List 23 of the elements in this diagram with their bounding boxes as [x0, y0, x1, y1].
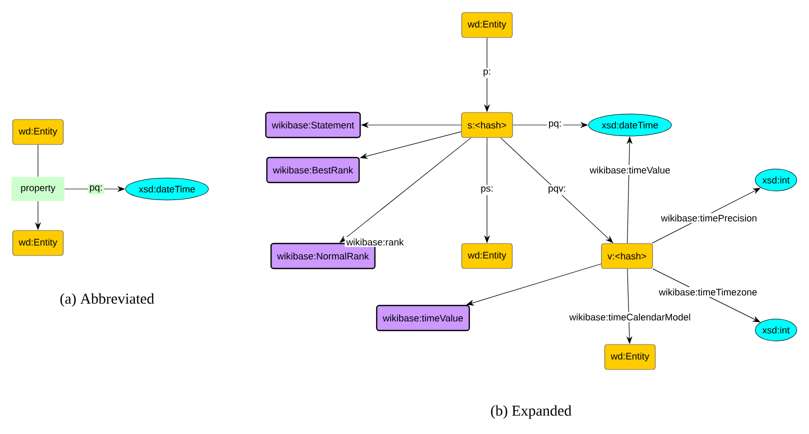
entity-box: wd:Entity	[12, 230, 64, 256]
edge-label: pq:	[546, 120, 564, 130]
edge-label: wikibase:rank	[344, 237, 406, 247]
entity-box: wd:Entity	[461, 12, 513, 38]
property-box: property	[12, 177, 64, 201]
class-box: wikibase:Statement	[265, 112, 361, 138]
edge-label: wikibase:timeCalendarModel	[568, 312, 692, 322]
edge-label: wikibase:timeTimezone	[657, 287, 759, 297]
entity-box: v:<hash>	[601, 243, 653, 269]
caption: (b) Expanded	[491, 405, 572, 419]
edge-label: p:	[482, 68, 492, 78]
entity-box: wd:Entity	[604, 344, 656, 370]
entity-box: wd:Entity	[12, 119, 64, 145]
caption: (a) Abbreviated	[60, 293, 154, 307]
class-box: wikibase:BestRank	[266, 156, 360, 184]
edge-label: ps:	[479, 184, 495, 196]
edge-label: pqv:	[546, 184, 568, 196]
entity-box: s:<hash>	[461, 112, 513, 138]
class-box: wikibase:timeValue	[376, 304, 470, 332]
entity-box: wd:Entity	[461, 243, 513, 269]
edge-label: wikibase:timeValue	[588, 165, 672, 175]
edge-label: pq:	[88, 184, 104, 194]
edge-label: wikibase:timePrecision	[659, 213, 759, 223]
